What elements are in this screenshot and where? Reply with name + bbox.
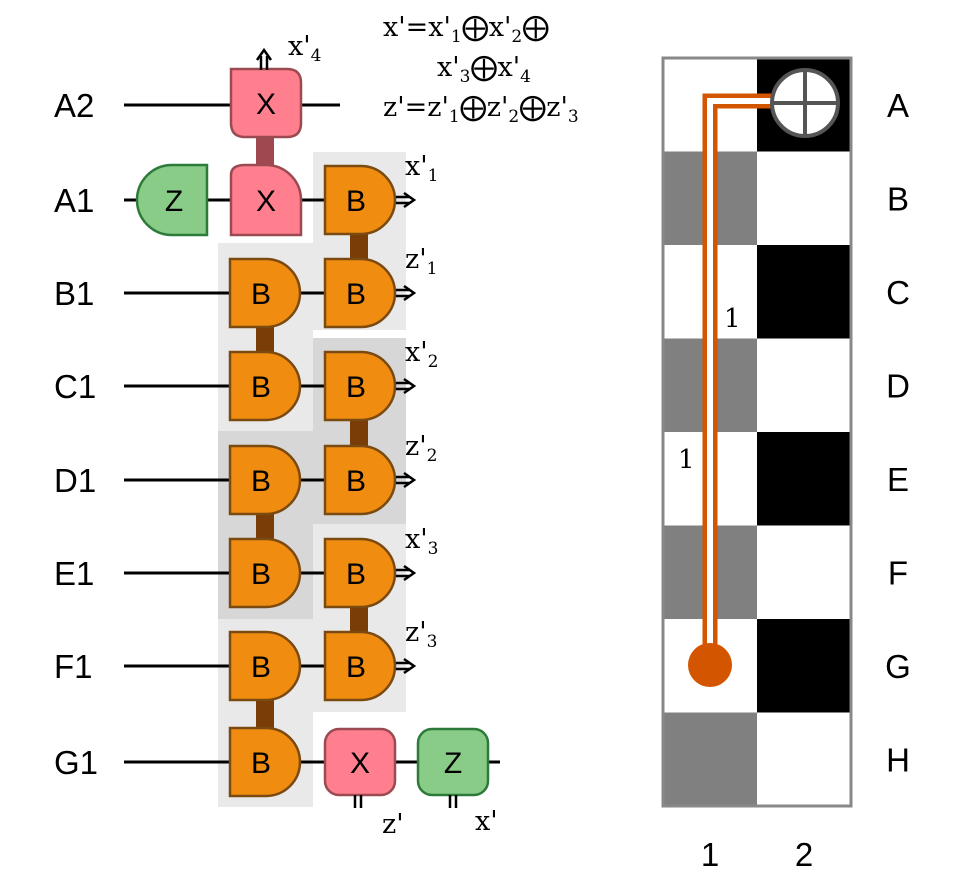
- b-gate-col1: B: [228, 350, 302, 422]
- output-label: z'1: [405, 244, 437, 279]
- output-label-bottom-x: x': [475, 806, 498, 837]
- row-label: D1: [54, 462, 96, 499]
- b-gate-col2: B: [323, 350, 397, 422]
- row-label: E1: [54, 555, 94, 592]
- gate-label: Z: [444, 747, 462, 780]
- b-gate-col2: B: [323, 630, 397, 702]
- gate-label: B: [251, 371, 271, 404]
- b-gate-col2: B: [323, 444, 397, 516]
- x-gate-a1: X: [229, 163, 303, 237]
- grid-cell: [757, 151, 851, 245]
- output-label: z'3: [405, 617, 437, 652]
- b-gate-a1: B: [323, 164, 397, 236]
- b-gate-col1: B: [228, 630, 302, 702]
- output-label: x'2: [405, 337, 438, 372]
- grid-col-label: 2: [795, 836, 813, 873]
- row-labels: A2 A1 B1 C1 D1 E1 F1 G1: [54, 87, 98, 781]
- gate-label: B: [346, 651, 366, 684]
- grid-border: [661, 56, 853, 808]
- grid-row-label: C: [886, 274, 910, 311]
- grid-row-label: G: [885, 648, 911, 685]
- formula-line-3: z'=z'1⨁z'2⨁z'3: [383, 92, 579, 127]
- row-label: F1: [54, 648, 93, 685]
- row-label: C1: [54, 368, 96, 405]
- gate-label: B: [346, 465, 366, 498]
- grid-cell: [757, 619, 851, 713]
- grid-cell: [757, 432, 851, 526]
- gate-label: X: [350, 747, 370, 780]
- gate-label: B: [346, 278, 366, 311]
- row-label: A2: [54, 87, 94, 124]
- output-label: x'1: [405, 151, 438, 186]
- z-gate-a1: Z: [135, 163, 209, 237]
- grid-cell: [757, 245, 851, 339]
- x-gate-a2: X: [229, 67, 303, 139]
- z-measure-gate: Z: [416, 727, 490, 797]
- checkerboard-grid: [661, 56, 853, 808]
- gate-label: B: [346, 185, 366, 218]
- grid-row-label: F: [888, 554, 908, 591]
- formula-line-2: x'3⨁x'4: [437, 52, 531, 87]
- output-label-bottom-z: z': [382, 809, 404, 840]
- gate-label: X: [256, 185, 276, 218]
- grid-row-label: A: [887, 87, 909, 124]
- output-arrow-1: [396, 191, 417, 209]
- grid-row-labels: A B C D E F G H: [885, 87, 911, 779]
- grid-cell: [757, 338, 851, 432]
- path-count-label: 1: [678, 445, 695, 475]
- output-labels: x'1 z'1 x'2 z'2 x'3 z'3 x'4 z' x': [288, 31, 498, 840]
- grid-cell: [663, 712, 757, 806]
- output-arrow-4: [396, 471, 417, 489]
- grid-row-label: D: [886, 367, 910, 404]
- formulas: x'=x'1⨁x'2⨁ x'3⨁x'4 z'=z'1⨁z'2⨁z'3: [383, 12, 579, 127]
- output-arrow-6: [396, 657, 417, 675]
- routing-path: [688, 68, 840, 687]
- gate-label: B: [251, 465, 271, 498]
- path-source-dot: [688, 643, 732, 687]
- gate-label: B: [346, 558, 366, 591]
- b-gate-col1: B: [228, 537, 302, 609]
- output-arrow-3: [396, 377, 417, 395]
- gate-label: B: [251, 278, 271, 311]
- output-label: z'2: [405, 431, 437, 466]
- x-measure-gate: X: [323, 727, 397, 797]
- path-count-label: 1: [724, 304, 741, 334]
- gate-connectors: [256, 135, 368, 728]
- gate-label: Z: [165, 185, 183, 218]
- grid-row-label: B: [887, 180, 909, 217]
- b-gate-col2: B: [323, 257, 397, 329]
- b-gate-col1: B: [228, 726, 302, 798]
- output-arrow-2: [396, 284, 417, 302]
- output-label-top: x'4: [288, 31, 321, 66]
- grid-row-label: H: [886, 741, 910, 778]
- formula-line-1: x'=x'1⨁x'2⨁: [383, 12, 549, 47]
- grid-cell: [757, 525, 851, 619]
- gate-label: B: [346, 371, 366, 404]
- gate-label: B: [251, 651, 271, 684]
- classical-out-z: [353, 795, 363, 808]
- row-label: A1: [54, 182, 94, 219]
- row-label: G1: [54, 744, 98, 781]
- b-gate-col1: B: [228, 257, 302, 329]
- row-label: B1: [54, 275, 94, 312]
- b-gate-col2: B: [323, 537, 397, 609]
- output-arrow-5: [396, 564, 417, 582]
- gate-label: B: [251, 558, 271, 591]
- gate-label: X: [256, 88, 276, 121]
- grid-row-label: E: [887, 461, 909, 498]
- output-label: x'3: [405, 524, 438, 559]
- grid-cell: [757, 712, 851, 806]
- b-gate-col1: B: [228, 444, 302, 516]
- gate-label: B: [251, 747, 271, 780]
- gates: X X Z B B B B B B B B B B B B X Z: [135, 67, 490, 798]
- xor-target-icon: [770, 68, 840, 138]
- output-arrows: [255, 47, 458, 808]
- output-arrow-top: [255, 47, 273, 70]
- classical-out-x: [448, 795, 458, 808]
- grid-col-label: 1: [701, 836, 719, 873]
